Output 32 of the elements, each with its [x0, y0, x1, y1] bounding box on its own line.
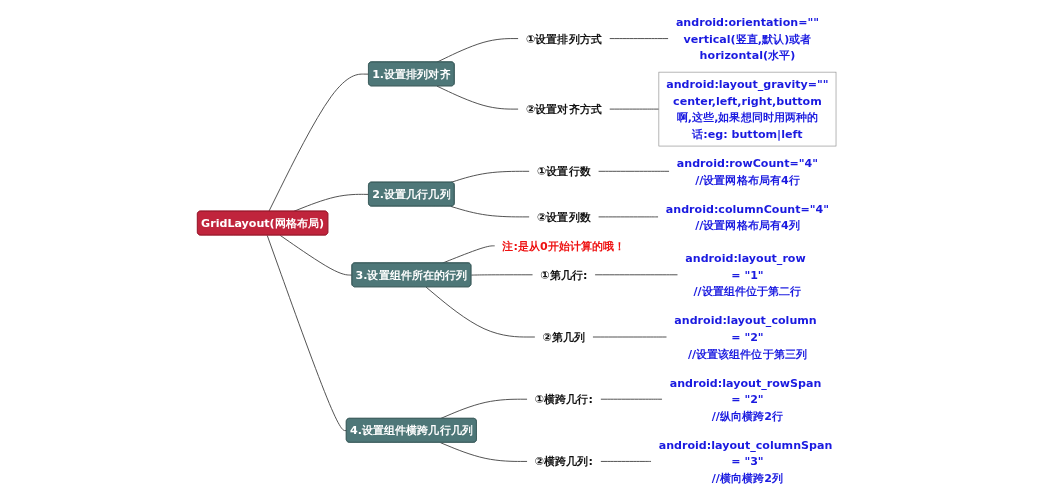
connector: [266, 234, 348, 432]
node-text: android:layout_column = "2" //设置该组件位于第三列: [674, 313, 817, 361]
connector: [599, 460, 652, 462]
connector: [608, 108, 660, 110]
node-text: ②设置列数: [537, 210, 591, 224]
node-box: android:layout_gravity="" center,left,right,buttom啊,这些,如果想同时用两种的话:eg: buttom|left: [658, 71, 837, 147]
connector: [268, 73, 370, 212]
node-text: android:rowCount="4" //设置网格布局有4行: [676, 156, 819, 187]
node-text: ①横跨几行:: [534, 392, 593, 406]
node-text: 注:是从0开始计算的哦！: [502, 239, 626, 253]
node-text: android:layout_rowSpan = "2" //纵向横跨2行: [669, 376, 822, 423]
connector: [450, 205, 531, 218]
node-text: ①设置排列方式: [525, 32, 602, 46]
node-text: ②横跨几列:: [534, 454, 593, 468]
node-text: ②设置对齐方式: [525, 102, 602, 116]
connector: [597, 216, 659, 218]
connector: [608, 38, 669, 40]
connector: [279, 234, 353, 276]
node-text: android:layout_columnSpan = "3" //横向横跨2列: [658, 438, 833, 485]
connector: [594, 274, 679, 276]
connector: [425, 286, 536, 338]
connector: [470, 274, 534, 276]
connector: [436, 85, 519, 110]
node-text: ①第几行:: [540, 268, 588, 282]
node-text: android:orientation="" vertical(竖直,默认)或者horizontal(水平): [675, 15, 819, 62]
connector: [597, 170, 670, 172]
node-text: android:layout_row = "1" //设置组件位于第二行: [685, 251, 806, 298]
node-text: ②第几列: [542, 330, 586, 344]
node-text: ①设置行数: [537, 164, 591, 178]
connector: [450, 170, 531, 183]
connector: [599, 398, 663, 400]
node-text: android:columnCount="4" //设置网格布局有4列: [665, 202, 830, 232]
